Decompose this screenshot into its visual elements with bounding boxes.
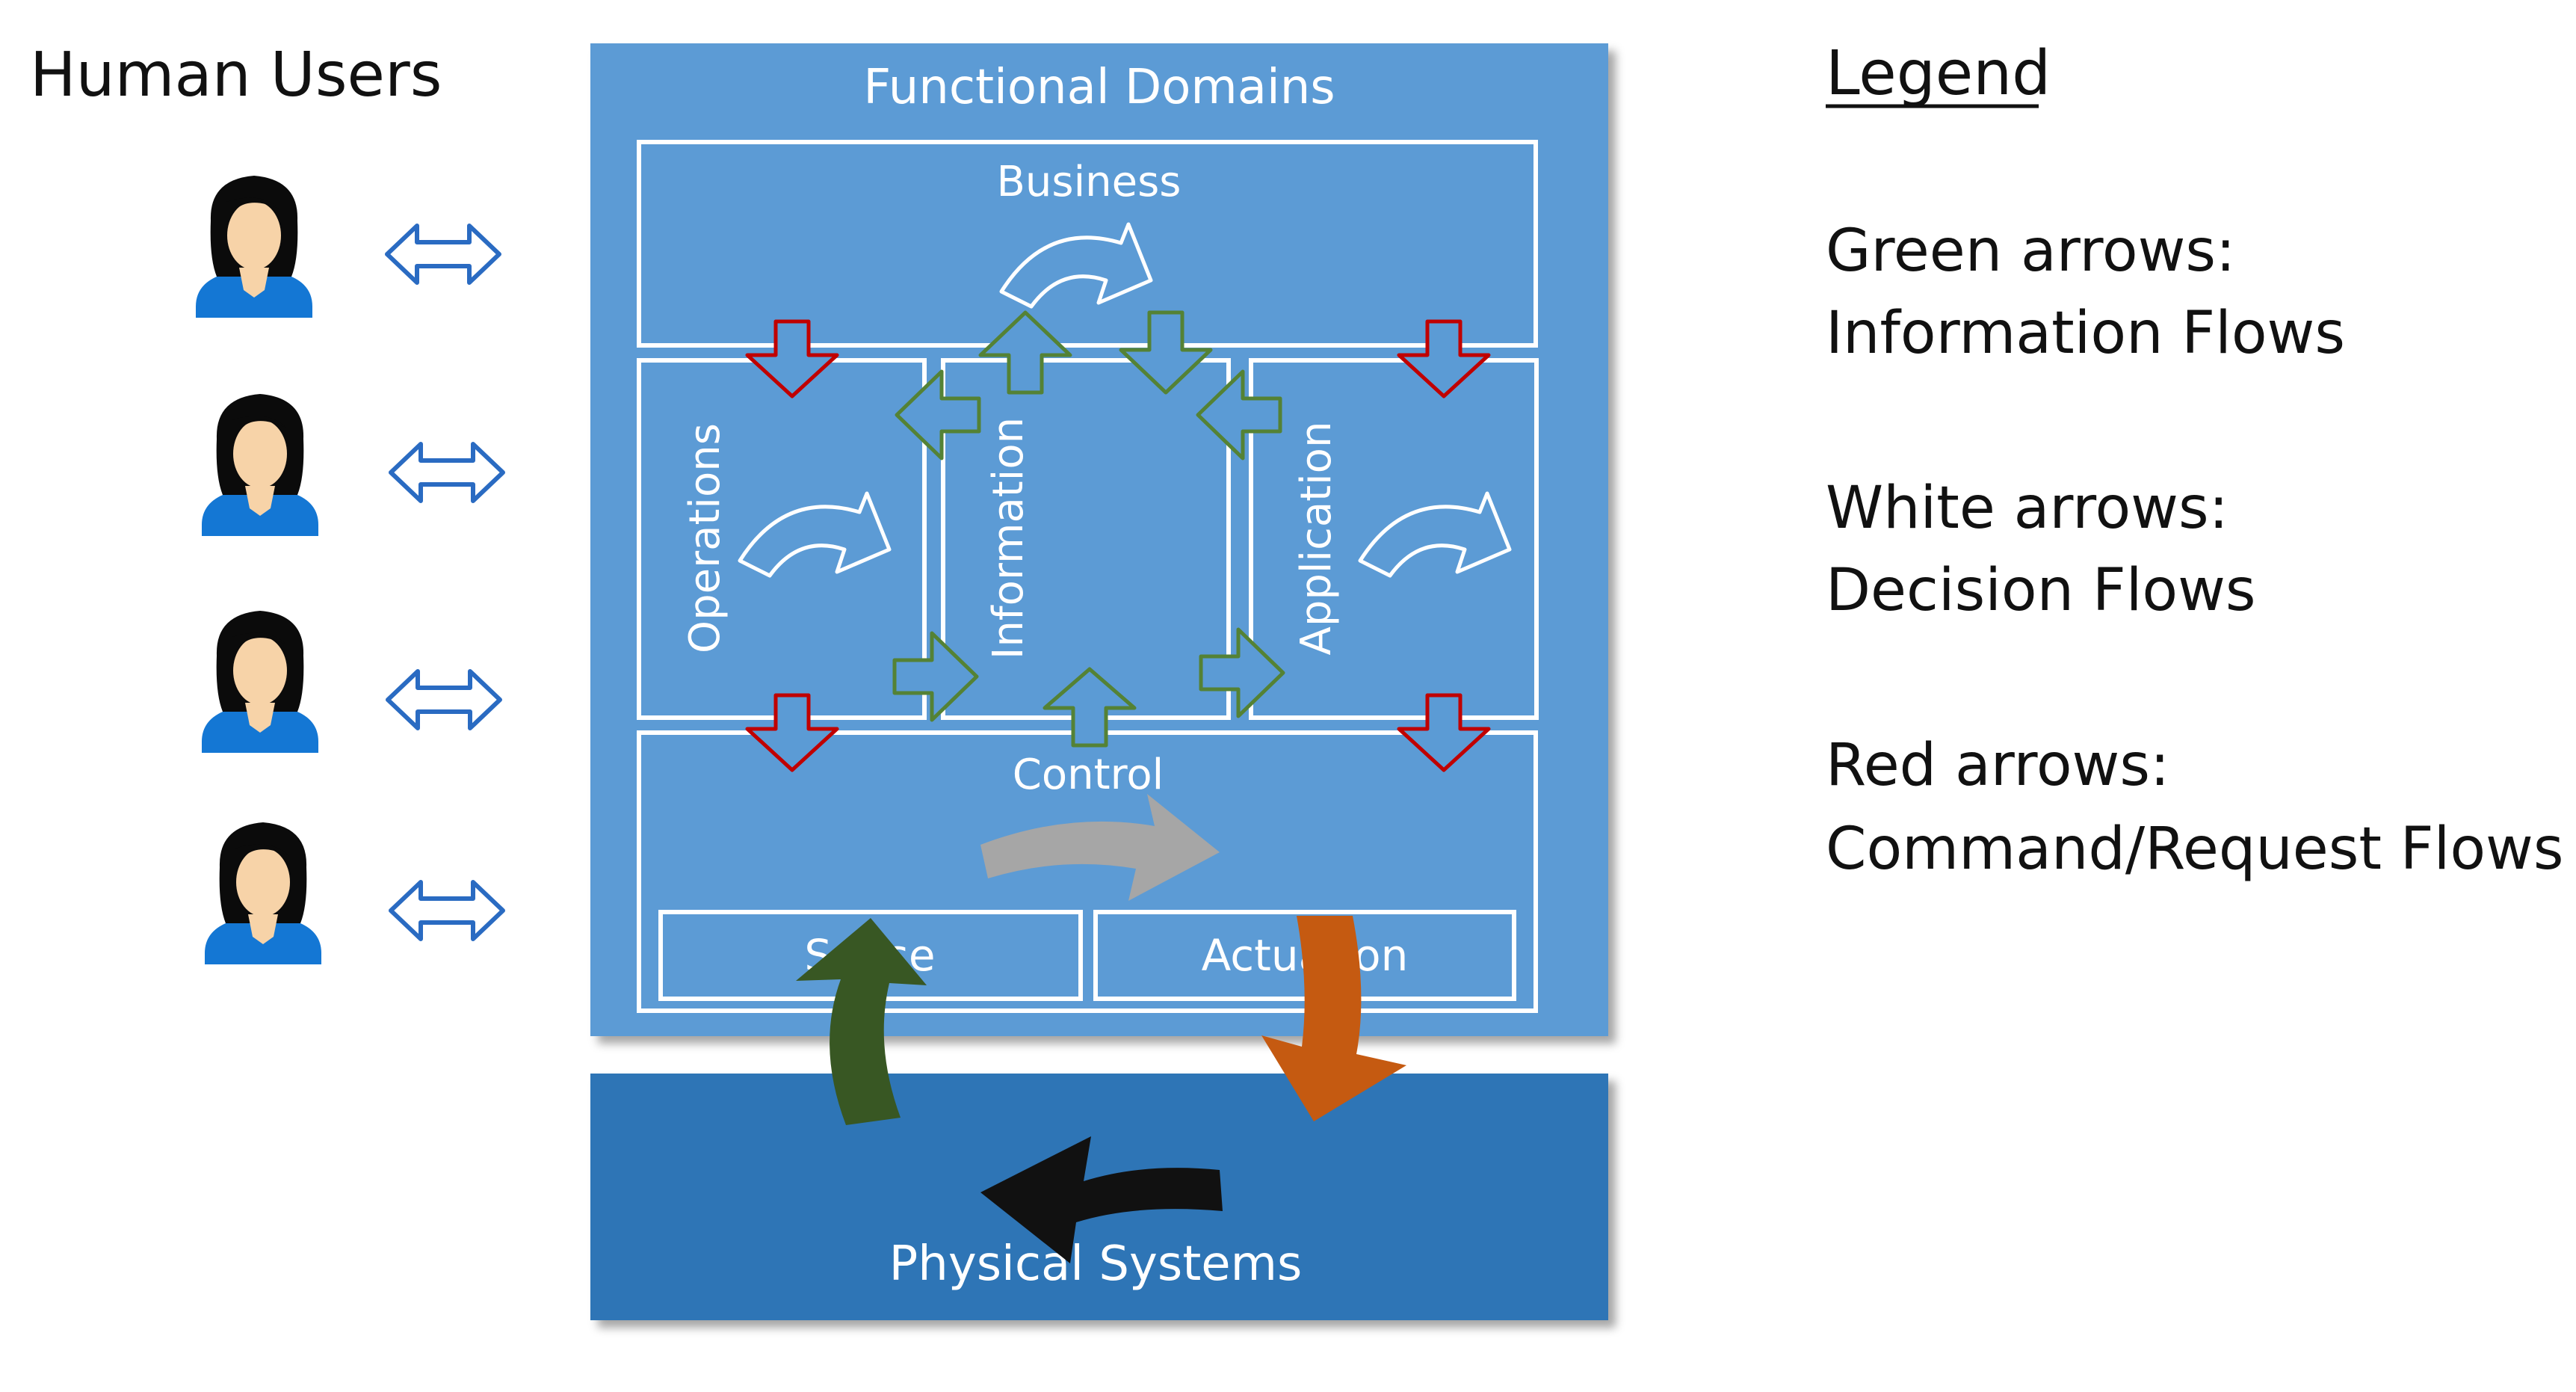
legend-white-label: White arrows: bbox=[1826, 475, 2228, 542]
person-icon bbox=[196, 176, 312, 318]
physical-systems-title: Physical Systems bbox=[889, 1237, 1303, 1292]
legend-red-meaning: Command/Request Flows bbox=[1826, 816, 2564, 883]
actuation-loop-arrow-icon bbox=[1261, 916, 1406, 1121]
business-label: Business bbox=[997, 158, 1182, 206]
user-2 bbox=[202, 394, 318, 536]
control-label: Control bbox=[1013, 751, 1164, 799]
double-arrow-icon bbox=[389, 442, 505, 503]
person-icon bbox=[205, 822, 321, 964]
information-label: Information bbox=[984, 417, 1033, 659]
physical-loop-arrow-icon bbox=[980, 1136, 1223, 1263]
command-arrow-icon bbox=[1397, 319, 1491, 398]
human-users-title: Human Users bbox=[30, 40, 442, 111]
information-arrow-icon bbox=[1119, 310, 1213, 395]
person-icon bbox=[202, 611, 318, 753]
functional-domains-panel bbox=[590, 43, 1608, 1036]
decision-arrow-icon bbox=[1358, 491, 1512, 578]
information-arrow-icon bbox=[1196, 369, 1282, 461]
functional-domains-title: Functional Domains bbox=[863, 60, 1335, 115]
decision-arrow-icon bbox=[738, 491, 892, 578]
legend-white-meaning: Decision Flows bbox=[1826, 557, 2256, 624]
command-arrow-icon bbox=[1397, 693, 1491, 772]
business-domain-box bbox=[637, 140, 1538, 348]
person-icon bbox=[202, 394, 318, 536]
sense-loop-arrow-icon bbox=[796, 918, 927, 1125]
user-1 bbox=[196, 176, 312, 318]
double-arrow-icon bbox=[389, 880, 505, 941]
information-arrow-icon bbox=[1043, 667, 1137, 748]
operations-label: Operations bbox=[681, 423, 729, 653]
legend-green-meaning: Information Flows bbox=[1826, 300, 2345, 367]
user-3 bbox=[202, 611, 318, 753]
information-arrow-icon bbox=[1199, 627, 1285, 718]
command-arrow-icon bbox=[745, 319, 839, 398]
double-arrow-icon bbox=[385, 224, 501, 285]
legend-red-label: Red arrows: bbox=[1826, 732, 2169, 799]
legend-green-label: Green arrows: bbox=[1826, 218, 2235, 285]
command-arrow-icon bbox=[745, 693, 839, 772]
control-flow-arrow-icon bbox=[980, 794, 1220, 901]
information-arrow-icon bbox=[978, 310, 1072, 395]
application-domain-box bbox=[1249, 358, 1539, 720]
double-arrow-icon bbox=[386, 669, 502, 730]
application-label: Application bbox=[1292, 422, 1341, 656]
legend-title: Legend bbox=[1826, 38, 2051, 109]
information-arrow-icon bbox=[892, 631, 979, 722]
decision-arrow-icon bbox=[999, 222, 1153, 309]
user-4 bbox=[205, 822, 321, 964]
information-arrow-icon bbox=[895, 369, 981, 461]
